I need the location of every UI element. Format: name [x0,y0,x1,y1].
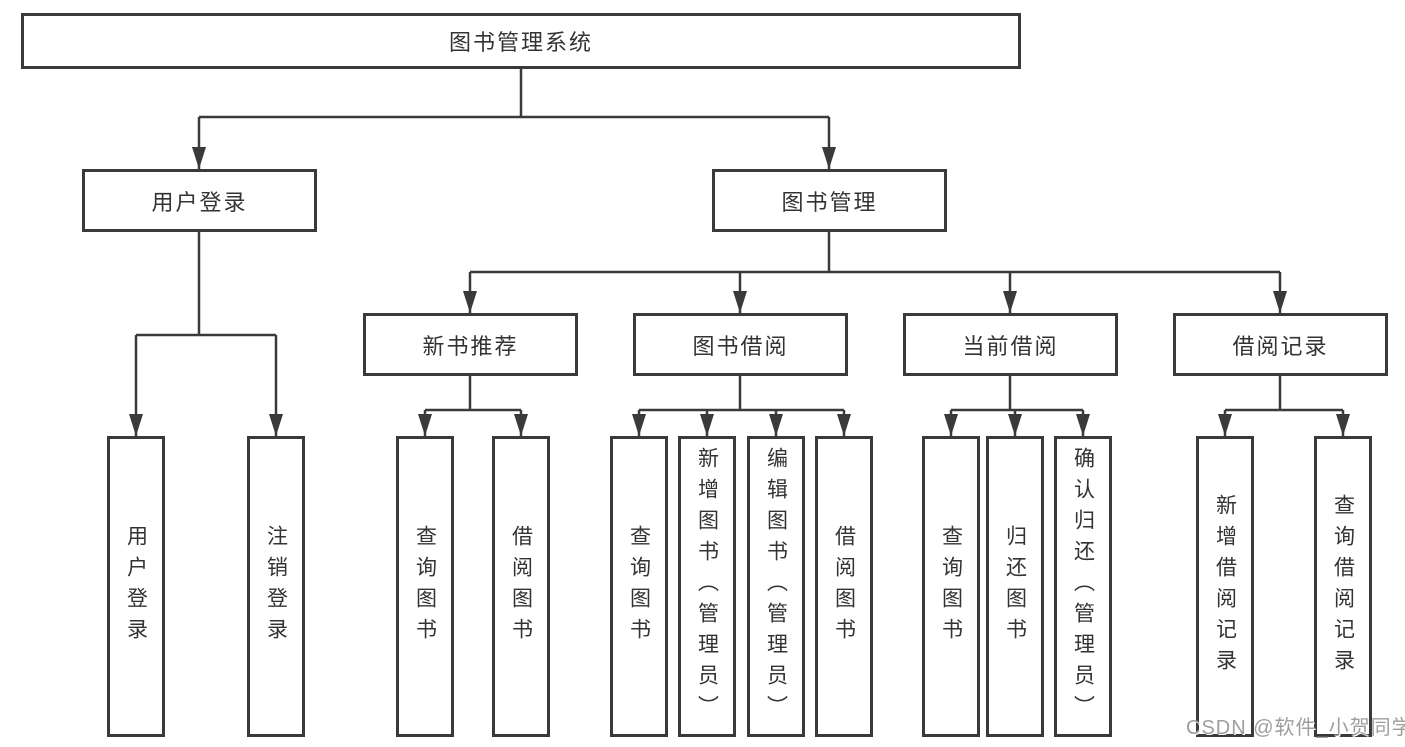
leaf-user-login: 用户登录 [107,436,165,737]
node-library-system-root: 图书管理系统 [21,13,1021,69]
arrowheads-book-borrow [632,414,851,436]
connector-borrow-records [1223,376,1345,436]
leaf-query-books-borrow: 查询图书 [610,436,668,737]
connector-new-book-rec [423,376,523,436]
leaf-confirm-return-admin: 确认归还（管理员） [1054,436,1112,737]
connector-book-borrow [637,376,846,436]
leaf-borrow-books: 借阅图书 [815,436,873,737]
arrowheads-book-mgmt [463,291,1287,313]
leaf-edit-books-admin: 编辑图书（管理员） [747,436,805,737]
leaf-query-books-current: 查询图书 [922,436,980,737]
leaf-return-books: 归还图书 [986,436,1044,737]
leaf-logout: 注销登录 [247,436,305,737]
arrowheads-user-login [129,414,283,436]
node-current-borrowing: 当前借阅 [903,313,1118,376]
node-book-borrowing: 图书借阅 [633,313,848,376]
connector-user-login [134,232,278,436]
connector-root [197,69,831,169]
arrowheads-new-book-rec [418,414,528,436]
leaf-borrow-books-recommend: 借阅图书 [492,436,550,737]
arrowheads-root [192,147,836,169]
node-borrowing-records: 借阅记录 [1173,313,1388,376]
arrowheads-borrow-records [1218,414,1350,436]
leaf-query-borrow-record: 查询借阅记录 [1314,436,1372,737]
csdn-watermark: CSDN @软件_小贺同学 [1186,717,1405,739]
connector-book-mgmt [468,232,1282,313]
node-new-book-recommend: 新书推荐 [363,313,578,376]
leaf-query-books-recommend: 查询图书 [396,436,454,737]
node-book-management: 图书管理 [712,169,947,232]
leaf-add-borrow-record: 新增借阅记录 [1196,436,1254,737]
node-user-login: 用户登录 [82,169,317,232]
leaf-add-books-admin: 新增图书（管理员） [678,436,736,737]
arrowheads-current-borrow [944,414,1090,436]
